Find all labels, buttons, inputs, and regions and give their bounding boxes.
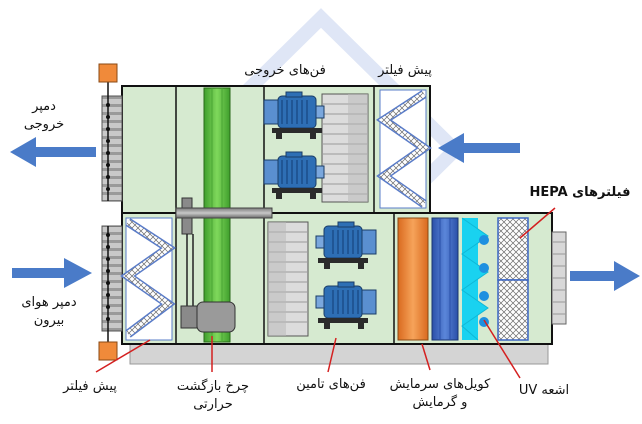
return-air-arrow bbox=[438, 133, 520, 163]
exhaust-damper-label-2: خروجی bbox=[23, 117, 65, 132]
pre-filter-bottom-label: پیش فیلتر bbox=[63, 379, 117, 394]
fan-housing-lower bbox=[267, 221, 309, 337]
callout-lines bbox=[95, 207, 556, 379]
pre-filter-lower bbox=[120, 217, 177, 341]
supply-air-arrow bbox=[570, 261, 640, 291]
wheel-shaft bbox=[175, 207, 273, 219]
damper-actuator-bottom bbox=[98, 341, 118, 361]
fan-housing-upper bbox=[321, 93, 369, 203]
exhaust-fans-label: فن‌های خروجی bbox=[244, 63, 326, 78]
damper-dots bbox=[106, 233, 110, 321]
base-plinth bbox=[129, 343, 549, 365]
heating-coil bbox=[397, 217, 429, 341]
hepa-filter-bottom bbox=[497, 279, 529, 341]
outside-damper-label-2: بیرون bbox=[33, 313, 65, 328]
exhaust-damper bbox=[101, 95, 123, 202]
outlet-lines bbox=[552, 241, 566, 315]
pre-filter-top-label: پیش فیلتر bbox=[378, 63, 432, 78]
heat-wheel-label-1: چرخ بازگشت bbox=[176, 379, 250, 394]
wheel-drive-motor bbox=[196, 301, 236, 333]
heat-wheel-label-2: حرارتی bbox=[193, 397, 233, 412]
pre-filter-upper bbox=[375, 89, 432, 209]
cooling-coil bbox=[431, 217, 459, 341]
hepa-filters-label: فیلترهای HEPA bbox=[529, 185, 631, 200]
supply-fans-label: فن‌های تامین bbox=[296, 377, 366, 392]
wheel-motor-end bbox=[180, 305, 198, 329]
uv-lamp-label: اشعه UV bbox=[518, 383, 570, 398]
uv-lamp bbox=[461, 217, 489, 341]
exhaust-airflow-arrow bbox=[10, 137, 96, 167]
exhaust-damper-label-1: دمپر bbox=[32, 99, 56, 114]
outside-air-damper bbox=[101, 225, 123, 332]
outside-air-intake-arrow bbox=[12, 258, 92, 288]
damper-dots bbox=[106, 103, 110, 191]
damper-actuator-top bbox=[98, 63, 118, 83]
coil-fins bbox=[439, 218, 451, 340]
hepa-filter-top bbox=[497, 217, 529, 281]
coils-label-2: و گرمایش bbox=[412, 395, 468, 410]
coils-label-1: کویل‌های سرمایش bbox=[389, 377, 491, 392]
outside-damper-label-1: دمپر هوای bbox=[21, 295, 77, 310]
